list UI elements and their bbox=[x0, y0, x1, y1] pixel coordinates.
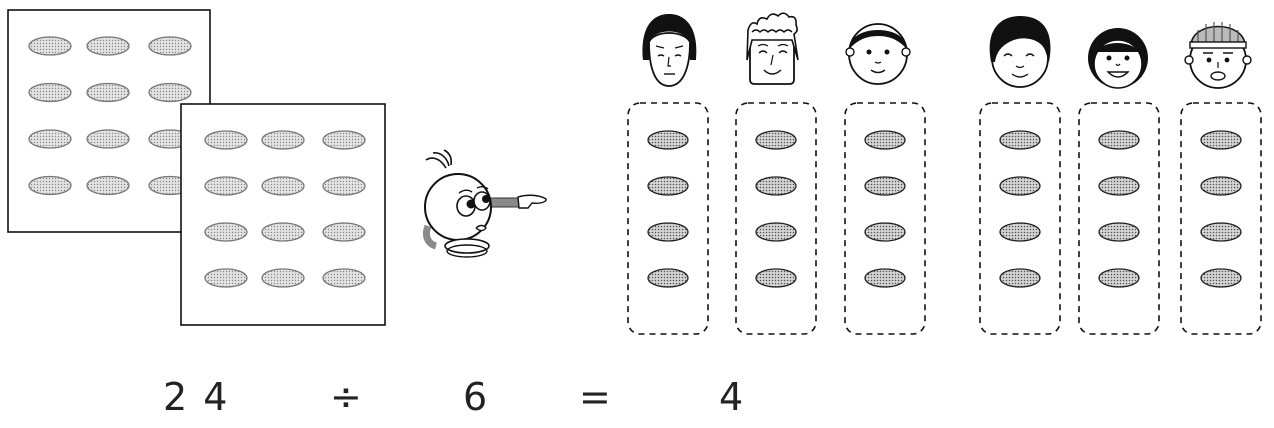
child-share-group bbox=[979, 102, 1061, 335]
oval-cookie-icon bbox=[647, 130, 689, 150]
oval-cookie-icon bbox=[148, 36, 192, 56]
oval-cookie-icon bbox=[204, 268, 248, 288]
oval-cookie-icon bbox=[204, 176, 248, 196]
oval-cookie-icon bbox=[864, 176, 906, 196]
oval-cookie-icon bbox=[261, 268, 305, 288]
oval-cookie-icon bbox=[999, 176, 1041, 196]
divisor: 6 bbox=[463, 375, 490, 419]
oval-cookie-icon bbox=[148, 82, 192, 103]
cookie-groups bbox=[627, 102, 1262, 335]
oval-cookie-icon bbox=[755, 130, 797, 150]
cookie-tray-front bbox=[180, 103, 386, 326]
smiling-girl-face bbox=[1088, 28, 1148, 89]
girl-face bbox=[642, 14, 697, 87]
child-share-group bbox=[627, 102, 709, 335]
oval-cookie-icon bbox=[28, 175, 72, 196]
oval-cookie-icon bbox=[28, 82, 72, 103]
child-share-group bbox=[1078, 102, 1160, 335]
child-share-group bbox=[844, 102, 926, 335]
oval-cookie-icon bbox=[1098, 176, 1140, 196]
child-share-group bbox=[735, 102, 817, 335]
oval-cookie-icon bbox=[1098, 268, 1140, 288]
oval-cookie-icon bbox=[755, 176, 797, 196]
oval-cookie-icon bbox=[322, 268, 366, 288]
oval-cookie-icon bbox=[204, 222, 248, 242]
child-share-group bbox=[1180, 102, 1262, 335]
oval-cookie-icon bbox=[261, 176, 305, 196]
quotient: 4 bbox=[719, 375, 746, 419]
curly-hair-boy-face bbox=[746, 12, 799, 85]
oval-cookie-icon bbox=[28, 129, 72, 149]
oval-cookie-icon bbox=[999, 222, 1041, 242]
oval-cookie-icon bbox=[86, 175, 130, 196]
oval-cookie-icon bbox=[86, 82, 130, 103]
oval-cookie-icon bbox=[1200, 130, 1242, 150]
divide-sign: ÷ bbox=[330, 375, 364, 419]
oval-cookie-icon bbox=[755, 268, 797, 288]
cookie-tray-back bbox=[7, 9, 211, 233]
oval-cookie-icon bbox=[647, 268, 689, 288]
oval-cookie-icon bbox=[647, 222, 689, 242]
oval-cookie-icon bbox=[864, 222, 906, 242]
oval-cookie-icon bbox=[322, 130, 366, 150]
equals-sign: = bbox=[579, 375, 613, 419]
boy-face bbox=[845, 23, 911, 85]
oval-cookie-icon bbox=[864, 130, 906, 150]
oval-cookie-icon bbox=[261, 130, 305, 150]
oval-cookie-icon bbox=[999, 130, 1041, 150]
oval-cookie-icon bbox=[864, 268, 906, 288]
oval-cookie-icon bbox=[28, 36, 72, 56]
oval-cookie-icon bbox=[1098, 130, 1140, 150]
oval-cookie-icon bbox=[322, 176, 366, 196]
oval-cookie-icon bbox=[86, 129, 130, 149]
oval-cookie-icon bbox=[1200, 268, 1242, 288]
oval-cookie-icon bbox=[322, 222, 366, 242]
oval-cookie-icon bbox=[755, 222, 797, 242]
beanie-boy-face bbox=[1184, 22, 1252, 89]
oval-cookie-icon bbox=[86, 36, 130, 56]
short-hair-girl-face bbox=[989, 16, 1051, 88]
pointing-character bbox=[422, 149, 547, 258]
dividend: 2 4 bbox=[163, 375, 230, 419]
oval-cookie-icon bbox=[1098, 222, 1140, 242]
oval-cookie-icon bbox=[204, 130, 248, 150]
oval-cookie-icon bbox=[1200, 222, 1242, 242]
tray-cookies bbox=[204, 130, 366, 288]
oval-cookie-icon bbox=[647, 176, 689, 196]
oval-cookie-icon bbox=[1200, 176, 1242, 196]
oval-cookie-icon bbox=[999, 268, 1041, 288]
oval-cookie-icon bbox=[261, 222, 305, 242]
